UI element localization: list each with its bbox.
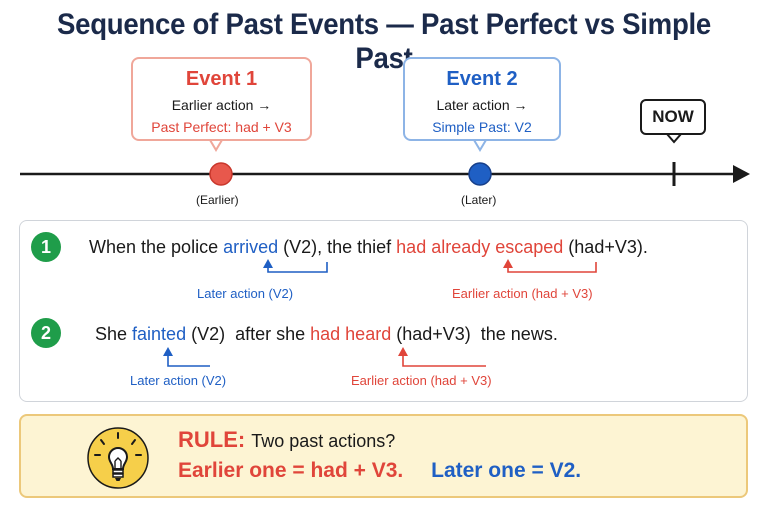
- event1-callout: Event 1 Earlier action → Past Perfect: h…: [131, 57, 312, 141]
- event2-pointer: [472, 139, 488, 152]
- ex2-earlier-arrow: [398, 347, 408, 356]
- rule-earlier: Earlier one = had + V3.: [178, 459, 404, 482]
- page-title: Sequence of Past Events — Past Perfect v…: [56, 8, 712, 75]
- example1-text-part1: When the police: [89, 237, 224, 257]
- event1-title: Event 1: [185, 68, 258, 90]
- example2-earlier-verb: had heard: [310, 324, 392, 344]
- later-timeline-label: (Later): [461, 193, 497, 207]
- example2-sentence: She fainted (V2) after she had heard (ha…: [95, 324, 558, 345]
- example1-text-part3: (had+V3).: [563, 237, 648, 257]
- example1-number-badge: 1: [31, 232, 61, 262]
- example2-number-badge: 2: [31, 318, 61, 348]
- example1-later-annotation: Later action (V2): [197, 286, 294, 301]
- ex1-later-arrow: [263, 259, 273, 268]
- rule-label: RULE:: [178, 427, 246, 452]
- example2-text-part1: She: [95, 324, 133, 344]
- ex2-later-arrow: [163, 347, 173, 356]
- example2-text-part3: (had+V3) the news.: [391, 324, 558, 344]
- earlier-dot: [209, 162, 233, 186]
- later-dot: [468, 162, 492, 186]
- example1-text-part2: (V2), the thief: [278, 237, 397, 257]
- examples-panel: [19, 220, 748, 402]
- example1-earlier-verb: had already escaped: [396, 237, 564, 257]
- example2-text-part2: (V2) after she: [186, 324, 311, 344]
- earlier-timeline-label: (Earlier): [196, 193, 239, 207]
- lightbulb-icon: [87, 427, 149, 489]
- example2-later-annotation: Later action (V2): [130, 373, 227, 388]
- rule-later: Later one = V2.: [431, 459, 582, 482]
- event1-tense: Past Perfect: had + V3: [151, 119, 292, 135]
- rule-statement: Earlier one = had + V3. Later one = V2.: [178, 459, 581, 483]
- example1-later-verb: arrived: [223, 237, 279, 257]
- timeline-arrow-icon: [733, 165, 750, 183]
- now-pointer: [664, 133, 684, 144]
- example2-earlier-annotation: Earlier action (had + V3): [351, 373, 492, 388]
- example2-later-verb: fainted: [132, 324, 187, 344]
- rule-question: Two past actions?: [251, 431, 396, 451]
- example1-sentence: When the police arrived (V2), the thief …: [89, 237, 648, 258]
- ex1-earlier-arrow: [503, 259, 513, 268]
- now-label: NOW: [640, 99, 706, 135]
- rule-heading: RULE:Two past actions?: [178, 427, 395, 453]
- event2-tense: Simple Past: V2: [432, 119, 532, 135]
- event1-description: Earlier action →: [171, 97, 272, 113]
- event1-pointer: [208, 139, 224, 152]
- event2-callout: Event 2 Later action → Simple Past: V2: [403, 57, 561, 141]
- event2-description: Later action →: [436, 97, 528, 113]
- event2-title: Event 2: [446, 68, 518, 90]
- example1-earlier-annotation: Earlier action (had + V3): [452, 286, 593, 301]
